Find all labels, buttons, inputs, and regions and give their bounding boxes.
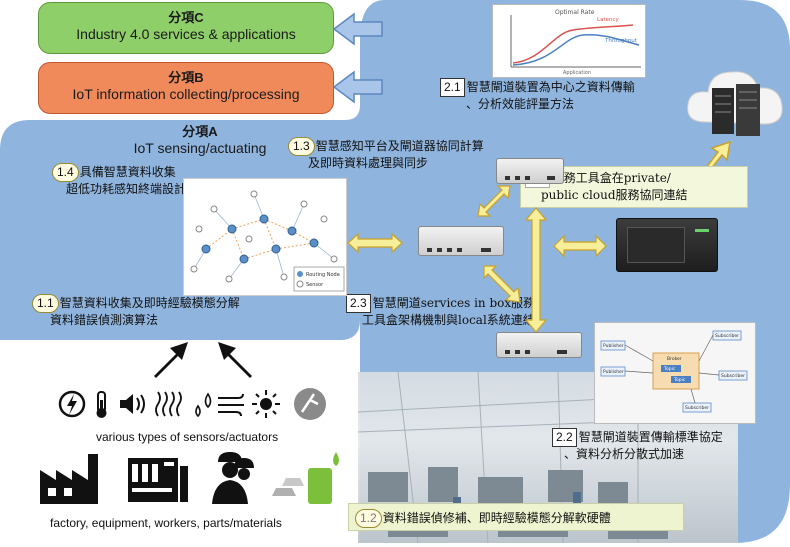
item-1-4-line2: 超低功耗感知終端設計	[66, 182, 187, 196]
arrow-gateway-bottom	[483, 265, 521, 303]
factory-icon	[40, 454, 98, 504]
water-drops-icon	[195, 392, 212, 418]
item-1-3-number: 1.3	[288, 137, 315, 156]
item-2-3-number: 2.3	[346, 294, 371, 313]
tier-c-title: 分項C	[168, 10, 204, 25]
sun-icon	[252, 390, 280, 418]
gateway-device-center	[418, 226, 504, 256]
workers-icon	[212, 452, 254, 504]
item-1-1-line2: 資料錯誤偵測演算法	[50, 313, 159, 327]
item-2-4-line2: public cloud服務協同連結	[541, 188, 688, 202]
pubsub-topic-1: Topic	[663, 366, 676, 372]
item-1-4-line1: 具備智慧資料收集	[79, 165, 176, 179]
item-1-1-line1: 智慧資料收集及即時經驗模態分解	[59, 296, 240, 310]
gateway-device-bottom	[496, 332, 582, 358]
cloud-server-icon	[687, 71, 783, 136]
performance-chart: Optimal Rate Latency Throughput Applicat…	[492, 4, 646, 78]
tier-c-subtitle: Industry 4.0 services & applications	[76, 26, 296, 42]
arrow-gateway-rack	[553, 234, 607, 258]
item-2-2-line2: 、資料分析分散式加速	[564, 447, 685, 461]
pubsub-broker: Broker	[667, 356, 682, 362]
tier-a-title: 分項A	[182, 124, 218, 139]
speaker-icon	[120, 394, 145, 414]
pubsub-subscriber-3: Subscriber	[685, 405, 709, 411]
wind-icon	[218, 393, 244, 417]
item-2-4-line1: 服務工具盒在private/	[551, 171, 671, 185]
tier-b-subtitle: IoT information collecting/processing	[72, 86, 300, 102]
chart-legend-throughput: Throughput	[604, 38, 638, 44]
item-1-2-number: 1.2	[355, 509, 382, 528]
item-1-3-line1: 智慧感知平台及閘道器協同計算	[315, 139, 484, 153]
chart-xlabel: Application	[563, 70, 591, 76]
sensors-caption: various types of sensors/actuators	[96, 430, 279, 444]
item-1-1-number: 1.1	[32, 294, 59, 313]
item-2-1-line1: 智慧閘道裝置為中心之資料傳輸	[466, 80, 635, 94]
item-2-1-line2: 、分析效能評量方法	[466, 97, 575, 111]
chart-title: Optimal Rate	[555, 9, 595, 16]
materials-icon	[272, 452, 339, 504]
factory-caption: factory, equipment, workers, parts/mater…	[50, 516, 282, 530]
arrow-gateway-top	[477, 185, 511, 217]
tier-b-title: 分項B	[168, 70, 204, 85]
tier-a-subtitle: IoT sensing/actuating	[133, 140, 267, 156]
equipment-icon	[128, 458, 188, 502]
pubsub-topic-2: Topic	[673, 377, 686, 383]
arrow-to-tier-c	[332, 12, 383, 46]
tier-b-box: 分項B IoT information collecting/processin…	[38, 62, 334, 114]
thermometer-icon	[96, 391, 107, 418]
pubsub-publisher-1: Publisher	[603, 343, 624, 349]
item-1-3-line2: 及即時資料處理與同步	[308, 156, 429, 170]
item-2-1-number: 2.1	[440, 78, 465, 97]
sensor-network-diagram: Routing Node Sensor	[183, 178, 347, 296]
gateway-device-top	[496, 158, 564, 184]
pubsub-subscriber-2: Subscriber	[721, 373, 745, 379]
legend-sensor: Sensor	[306, 282, 324, 288]
chart-series-latency	[512, 24, 634, 64]
arrow-to-tier-b	[332, 70, 383, 104]
pubsub-publisher-2: Publisher	[603, 369, 624, 375]
tier-c-box: 分項C Industry 4.0 services & applications	[38, 2, 334, 54]
robot-arm-icon	[294, 388, 326, 420]
tier-a-label: 分項A IoT sensing/actuating	[80, 124, 320, 157]
arrow-up-right	[218, 342, 252, 378]
item-2-3-line1: 智慧閘道services in box服務	[372, 296, 536, 310]
item-2-3-line2: 工具盒架構機制與local系統連結	[362, 313, 535, 327]
chart-legend-latency: Latency	[597, 17, 619, 23]
chart-series-throughput	[512, 33, 640, 66]
arrow-vertical-top-bottom	[524, 207, 548, 333]
item-2-2-line1: 智慧閘道裝置傳輸標準協定	[578, 430, 723, 444]
factory-icons-row	[36, 448, 356, 506]
pubsub-subscriber-1: Subscriber	[715, 333, 739, 339]
legend-routing-node: Routing Node	[306, 272, 340, 278]
item-1-4-number: 1.4	[52, 163, 79, 182]
arrow-up-left	[154, 342, 188, 378]
item-2-2-number: 2.2	[552, 428, 577, 447]
lightning-icon	[58, 390, 86, 418]
sensor-icons-row	[58, 386, 338, 422]
pubsub-diagram: Publisher Publisher Broker Topic Topic S…	[594, 322, 756, 424]
arrow-network-gateway	[347, 232, 403, 254]
heat-waves-icon	[155, 391, 182, 417]
rack-server	[616, 218, 718, 272]
item-1-2-line1: 資料錯誤偵修補、即時經驗模態分解軟硬體	[382, 511, 611, 525]
